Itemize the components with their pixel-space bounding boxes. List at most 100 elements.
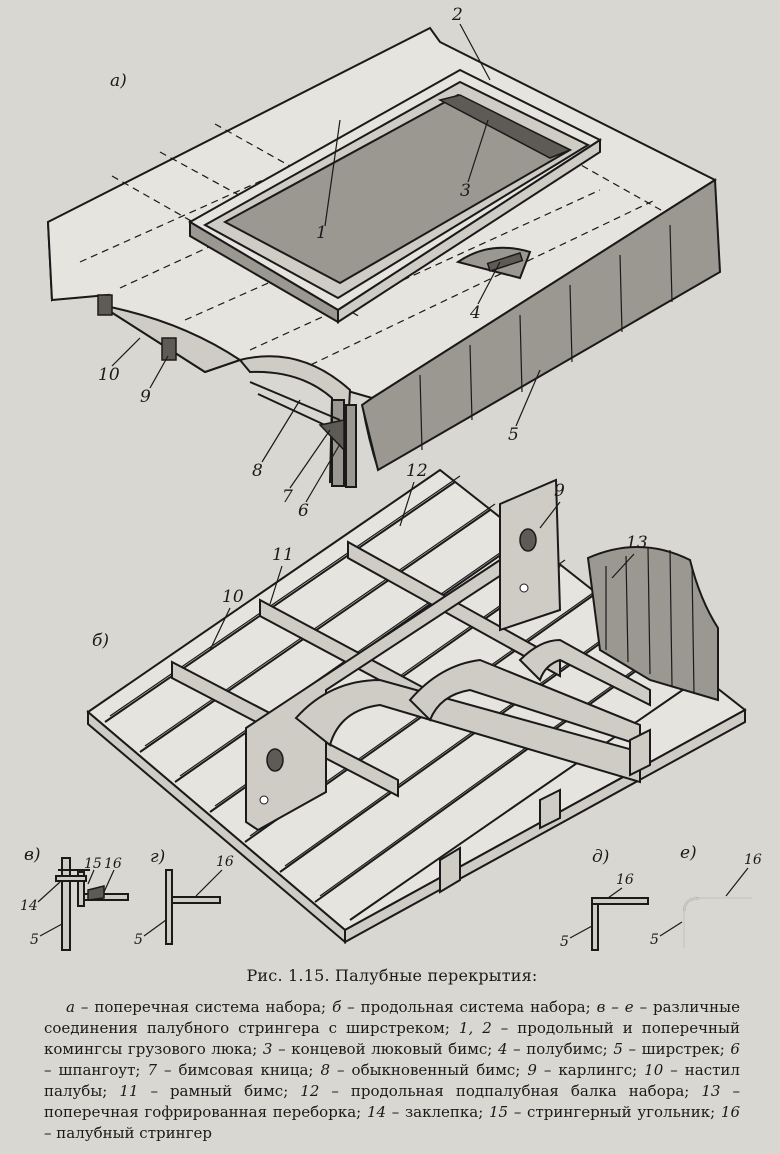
detail-g (165, 869, 221, 945)
callout-leaders-d (569, 887, 623, 939)
callout-a-1: 1 (316, 223, 327, 243)
legend-text: рамный бимс; (169, 1082, 289, 1100)
legend-item: 13 – поперечная гофрированная переборка; (44, 1082, 740, 1121)
callout-v-15: 15 (84, 856, 102, 872)
detail-v (55, 857, 129, 951)
legend-key: 11 (119, 1082, 139, 1100)
legend-text: полубимс; (526, 1040, 608, 1058)
panel-label-v: в) (24, 845, 41, 865)
legend-item: 6 – шпангоут; (44, 1040, 740, 1079)
legend-item: 11 – рамный бимс; (119, 1082, 289, 1100)
legend-key: 3 (262, 1040, 273, 1058)
callout-v-14: 14 (20, 898, 38, 914)
callout-leaders-a (111, 23, 541, 503)
legend-text: ширстрек; (641, 1040, 725, 1058)
legend-text: различные соединения палубного стрингера… (44, 998, 740, 1037)
callout-g-16: 16 (216, 854, 234, 870)
legend-key: 15 (489, 1103, 509, 1121)
legend-key: 13 (701, 1082, 721, 1100)
panel-b-drawing (86, 468, 747, 945)
callout-a-9: 9 (140, 387, 151, 407)
callout-a-4: 4 (469, 303, 481, 323)
legend-key: 4 (497, 1040, 508, 1058)
legend-item: 16 – палубный стрингер (44, 1103, 741, 1142)
legend-text: поперечная гофрированная переборка; (44, 1103, 362, 1121)
legend-item: 9 – карлингс; (527, 1061, 638, 1079)
callout-b-13: 13 (626, 533, 648, 553)
legend-item: 7 – бимсовая кница; (147, 1061, 314, 1079)
legend-key: 1, 2 (458, 1019, 492, 1037)
legend-text: обыкновенный бимс; (351, 1061, 521, 1079)
legend-key: 12 (300, 1082, 320, 1100)
callout-leaders-e (659, 867, 749, 937)
legend-text: палубный стрингер (56, 1124, 212, 1142)
sheerstrake-seams (419, 224, 673, 451)
legend-key: 14 (366, 1103, 387, 1121)
callout-e-16: 16 (744, 852, 762, 868)
legend-text: поперечная система набора; (94, 998, 327, 1016)
legend-item: 15 – стрингерный угольник; (489, 1103, 716, 1121)
legend-item: 10 – настил палубы; (44, 1061, 740, 1100)
callout-a-6: 6 (298, 501, 309, 521)
hatch-coaming (188, 68, 603, 324)
detail-e (683, 897, 752, 948)
callout-b-9: 9 (554, 481, 565, 501)
legend-key: а (66, 998, 75, 1016)
figure-caption: Рис. 1.15. Палубные перекрытия: а – попе… (44, 966, 740, 1144)
legend-text: шпангоут; (58, 1061, 141, 1079)
panel-a-drawing (46, 26, 722, 488)
legend-item: 4 – полубимс; (497, 1040, 608, 1058)
legend-text: продольная подпалубная балка набора; (350, 1082, 690, 1100)
legend-key: 7 (147, 1061, 157, 1079)
legend-item: б – продольная система набора; (332, 998, 591, 1016)
callout-d-5: 5 (560, 934, 569, 950)
callout-b-10: 10 (222, 587, 244, 607)
caption-legend: а – поперечная система набора; б – продо… (44, 997, 740, 1144)
panel-label-a: а) (110, 71, 127, 91)
legend-item: 3 – концевой люковый бимс; (262, 1040, 493, 1058)
callout-v-16: 16 (104, 856, 122, 872)
detail-d (591, 897, 649, 951)
legend-key: 5 (613, 1040, 623, 1058)
legend-text: карлингс; (558, 1061, 638, 1079)
callout-e-5: 5 (650, 932, 659, 948)
legend-text: настил палубы; (44, 1061, 740, 1100)
callout-a-3: 3 (460, 181, 471, 201)
panel-label-g: г) (150, 847, 165, 867)
sheerstrake (360, 178, 722, 472)
legend-text: продольный и поперечный комингсы грузово… (44, 1019, 740, 1058)
callout-a-8: 8 (252, 461, 263, 481)
legend-text: бимсовая кница; (178, 1061, 314, 1079)
panel-label-e: е) (680, 843, 697, 863)
legend-item: 8 – обыкновенный бимс; (320, 1061, 521, 1079)
callout-a-10: 10 (98, 365, 120, 385)
legend-item: а – поперечная система набора; (66, 998, 327, 1016)
legend-item: в – е – различные соединения палубного с… (44, 998, 740, 1037)
legend-key: 8 (320, 1061, 331, 1079)
callout-d-16: 16 (616, 872, 634, 888)
legend-item: 14 – заклепка; (366, 1103, 484, 1121)
legend-item: 5 – ширстрек; (613, 1040, 725, 1058)
legend-key: 6 (730, 1040, 740, 1058)
deck-structure-figure: а) 1 2 3 4 5 6 7 8 9 10 (20, 5, 762, 951)
legend-key: в – е (596, 998, 634, 1016)
panel-label-b: б) (92, 631, 109, 651)
callout-v-5: 5 (30, 932, 39, 948)
carlings (245, 478, 562, 832)
legend-key: 16 (720, 1103, 741, 1121)
callout-a-2: 2 (451, 5, 463, 25)
legend-text: концевой люковый бимс; (291, 1040, 493, 1058)
callout-b-11: 11 (272, 545, 294, 565)
legend-text: продольная система набора; (360, 998, 591, 1016)
legend-item: 12 – продольная подпалубная балка набора… (300, 1082, 690, 1100)
callout-b-12: 12 (406, 461, 428, 481)
legend-key: б (332, 998, 342, 1016)
legend-text: стрингерный угольник; (527, 1103, 716, 1121)
legend-text: заклепка; (404, 1103, 484, 1121)
corrugated-bulkhead (586, 546, 719, 702)
callout-a-7: 7 (282, 487, 293, 507)
callout-a-5: 5 (508, 425, 519, 445)
callout-leaders-v (37, 869, 115, 937)
callout-leaders-g (143, 869, 223, 937)
front-frames (238, 355, 357, 488)
